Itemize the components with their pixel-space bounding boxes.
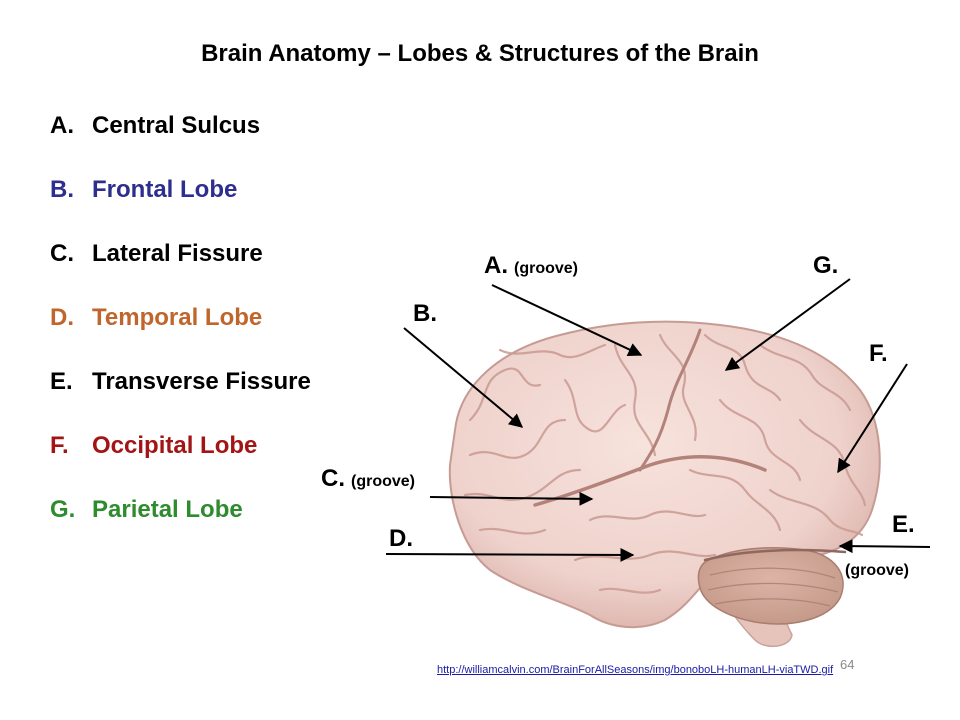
label-c: C.(groove) (321, 465, 415, 492)
legend-key: C. (50, 240, 74, 267)
legend-item-e: E. Transverse Fissure (50, 364, 311, 428)
legend-item-a: A. Central Sulcus (50, 108, 311, 172)
lateral-fissure-line (533, 455, 767, 507)
legend-text: Transverse Fissure (92, 368, 311, 395)
legend-key: B. (50, 176, 74, 203)
legend-item-b: B. Frontal Lobe (50, 172, 311, 236)
legend-item-c: C. Lateral Fissure (50, 236, 311, 300)
cerebellum-folia (707, 567, 839, 607)
legend-text: Lateral Fissure (92, 240, 263, 267)
legend-item-f: F. Occipital Lobe (50, 428, 311, 492)
arrow-e (838, 539, 931, 554)
brain-illustration (448, 320, 881, 647)
label-e: E. (892, 511, 915, 538)
legend-text: Occipital Lobe (92, 432, 258, 459)
legend-item-g: G. Parietal Lobe (50, 492, 311, 556)
legend-text: Frontal Lobe (92, 176, 238, 203)
cerebellum-shape (697, 547, 844, 625)
label-d: D. (389, 525, 413, 552)
label-a: A.(groove) (484, 252, 578, 279)
arrow-d (385, 547, 635, 562)
gyri-pattern (463, 333, 867, 594)
source-link[interactable]: http://williamcalvin.com/BrainForAllSeas… (437, 664, 834, 676)
legend-key: D. (50, 304, 74, 331)
arrow-g (724, 278, 851, 371)
arrow-c (429, 491, 594, 506)
label-f: F. (869, 340, 888, 367)
label-b: B. (413, 300, 437, 327)
legend-key: E. (50, 368, 73, 395)
legend-text: Central Sulcus (92, 112, 261, 139)
legend-item-d: D. Temporal Lobe (50, 300, 311, 364)
arrow-f (837, 363, 908, 474)
label-arrows (385, 278, 931, 562)
label-e-note: (groove) (845, 562, 909, 579)
central-sulcus-line (638, 328, 702, 472)
arrow-b (403, 327, 524, 428)
diagram-labels: A.(groove) B. C.(groove) D. E. (groove) … (321, 252, 915, 579)
arrow-a (491, 284, 643, 356)
legend-key: A. (50, 112, 74, 139)
label-g: G. (813, 252, 838, 279)
transverse-fissure-line (703, 548, 847, 562)
legend-text: Parietal Lobe (92, 496, 243, 523)
page-title: Brain Anatomy – Lobes & Structures of th… (201, 40, 759, 67)
legend-text: Temporal Lobe (92, 304, 263, 331)
legend-list: A. Central Sulcus B. Frontal Lobe C. Latera… (50, 108, 311, 556)
legend-key: F. (50, 432, 69, 459)
legend-key: G. (50, 496, 76, 523)
page-number: 64 (840, 657, 855, 672)
